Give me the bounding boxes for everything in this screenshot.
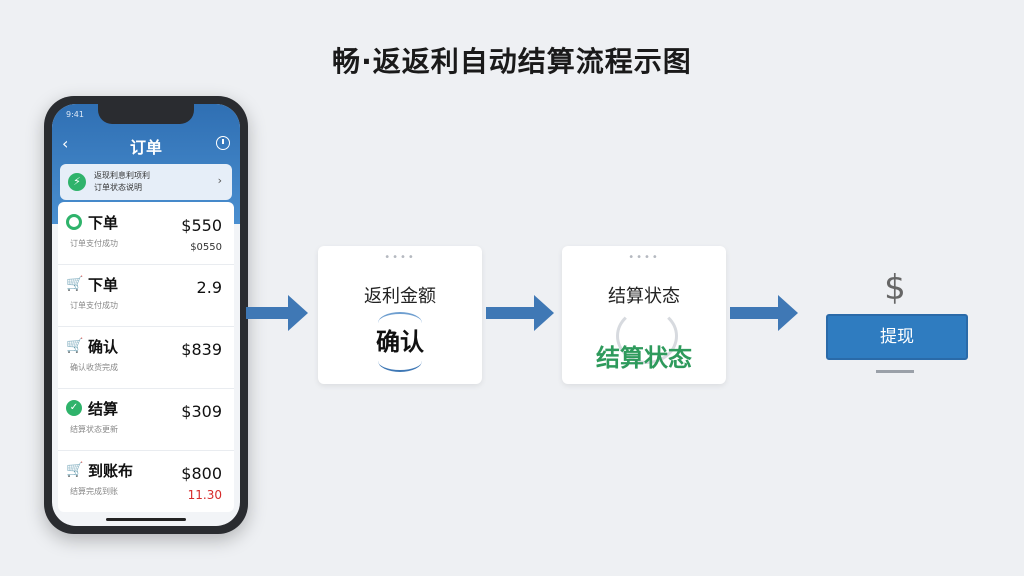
- order-row[interactable]: 🛒 到账布 结算完成到账 $800 11.30: [58, 450, 234, 512]
- withdraw-button[interactable]: 提现: [826, 314, 968, 360]
- rebate-amount-card: •••• 返利金额 确认: [318, 246, 482, 384]
- promo-banner[interactable]: ⚡ 返现利息利项利 订单状态说明 ›: [60, 164, 232, 200]
- order-title: 到账布: [88, 462, 134, 480]
- card-dots-icon: ••••: [384, 252, 416, 263]
- order-row[interactable]: 下单 订单支付成功 $550 $0550: [58, 202, 234, 265]
- order-row[interactable]: 🛒 下单 订单支付成功 2.9: [58, 264, 234, 327]
- status-time: 9:41: [66, 110, 84, 119]
- order-subtitle: 结算状态更新: [70, 425, 118, 434]
- order-row[interactable]: ✓ 结算 结算状态更新 $309: [58, 388, 234, 451]
- order-subtitle: 结算完成到账: [70, 487, 118, 496]
- phone-screen: 9:41 ‹ 订单 ⚡ 返现利息利项利 订单状态说明 › 下单 订单支付成功 $…: [52, 104, 240, 526]
- home-indicator: [106, 518, 186, 521]
- order-title: 结算: [88, 400, 119, 418]
- order-title: 确认: [88, 338, 119, 356]
- phone-notch: [98, 104, 194, 124]
- promo-line-1: 返现利息利项利: [94, 171, 150, 180]
- lightning-icon: ⚡: [68, 173, 86, 191]
- status-ring-icon: [66, 214, 82, 230]
- order-amount: $309: [181, 402, 222, 421]
- cart-icon: 🛒: [66, 338, 84, 354]
- clock-icon[interactable]: [216, 136, 230, 150]
- order-subtitle: 订单支付成功: [70, 239, 118, 248]
- order-amount: $839: [181, 340, 222, 359]
- settlement-status-card: •••• 结算状态 结算状态: [562, 246, 726, 384]
- page-title: 畅·返返利自动结算流程示图: [332, 45, 692, 78]
- order-list: 下单 订单支付成功 $550 $0550 🛒 下单 订单支付成功 2.9 🛒 确…: [58, 202, 234, 512]
- divider: [876, 370, 914, 373]
- card-title: 结算状态: [608, 286, 680, 307]
- order-subtitle: 订单支付成功: [70, 301, 118, 310]
- loading-spinner-icon: [616, 308, 678, 364]
- cart-icon: 🛒: [66, 462, 84, 478]
- order-sub-amount: $0550: [190, 242, 222, 253]
- promo-line-2: 订单状态说明: [94, 183, 142, 192]
- flow-arrow-icon: [730, 295, 798, 331]
- check-circle-icon: ✓: [66, 400, 82, 416]
- order-amount: $800: [181, 464, 222, 483]
- order-amount: 2.9: [196, 278, 222, 297]
- flow-arrow-icon: [246, 295, 308, 331]
- flow-arrow-icon: [486, 295, 554, 331]
- order-subtitle: 确认收货完成: [70, 363, 118, 372]
- refresh-arc-icon: [378, 350, 422, 372]
- back-icon[interactable]: ‹: [62, 134, 69, 153]
- card-main-text: 结算状态: [596, 344, 692, 372]
- order-amount: $550: [181, 216, 222, 235]
- promo-text: 返现利息利项利 订单状态说明: [94, 170, 150, 194]
- phone-frame: 9:41 ‹ 订单 ⚡ 返现利息利项利 订单状态说明 › 下单 订单支付成功 $…: [44, 96, 248, 534]
- nav-title: 订单: [129, 138, 162, 157]
- order-title: 下单: [88, 276, 119, 294]
- refresh-arc-icon: [378, 312, 422, 334]
- order-sub-amount: 11.30: [187, 488, 222, 502]
- cart-icon: 🛒: [66, 276, 84, 292]
- chevron-right-icon: ›: [217, 174, 222, 187]
- card-title: 返利金额: [364, 286, 436, 307]
- card-dots-icon: ••••: [628, 252, 660, 263]
- dollar-icon: $: [884, 268, 906, 308]
- order-title: 下单: [88, 214, 119, 232]
- order-row[interactable]: 🛒 确认 确认收货完成 $839: [58, 326, 234, 389]
